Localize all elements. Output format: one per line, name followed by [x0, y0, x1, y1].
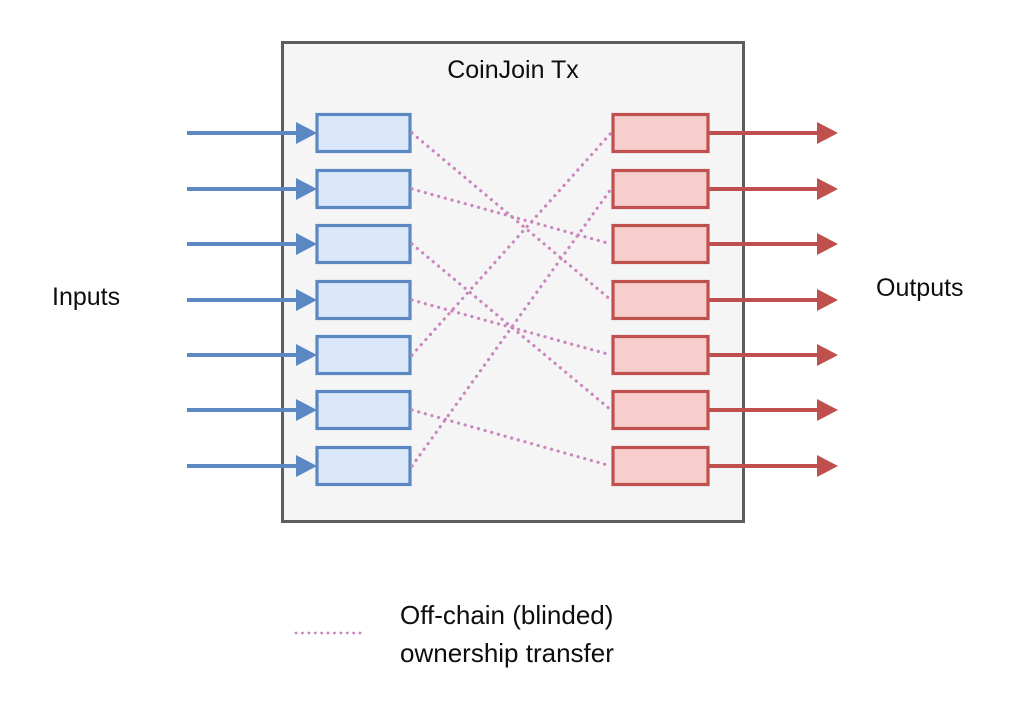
output-box-2	[611, 168, 710, 210]
coinjoin-title: CoinJoin Tx	[447, 56, 579, 84]
connection-line-7	[410, 187, 613, 468]
output-arrow-7-head	[817, 455, 838, 477]
input-box-2	[315, 168, 412, 210]
output-box-3	[611, 223, 710, 265]
input-arrow-7-head	[296, 455, 317, 477]
input-arrow-1-head	[296, 122, 317, 144]
output-arrow-3-head	[817, 233, 838, 255]
output-box-1	[611, 112, 710, 154]
output-box-7	[611, 445, 710, 487]
connection-line-2	[410, 187, 613, 246]
outputs-label: Outputs	[876, 274, 964, 302]
output-box-5	[611, 334, 710, 376]
output-arrow-1-head	[817, 122, 838, 144]
output-arrow-5-head	[817, 344, 838, 366]
output-arrow-6-head	[817, 399, 838, 421]
legend-line-2: ownership transfer	[400, 638, 614, 668]
connection-line-4	[410, 298, 613, 357]
input-arrow-4-head	[296, 289, 317, 311]
input-arrow-6-head	[296, 399, 317, 421]
input-arrow-2-head	[296, 178, 317, 200]
connection-line-5	[410, 131, 613, 357]
connection-line-6	[410, 408, 613, 468]
input-arrow-5-head	[296, 344, 317, 366]
legend-line-1: Off-chain (blinded)	[400, 600, 614, 630]
legend: Off-chain (blinded) ownership transfer	[400, 596, 614, 672]
output-arrow-4-head	[817, 289, 838, 311]
input-box-5	[315, 334, 412, 376]
input-box-4	[315, 279, 412, 321]
output-box-6	[611, 389, 710, 431]
input-box-6	[315, 389, 412, 431]
output-box-4	[611, 279, 710, 321]
inputs-label: Inputs	[52, 283, 121, 311]
input-box-7	[315, 445, 412, 487]
output-arrow-2-head	[817, 178, 838, 200]
input-box-1	[315, 112, 412, 154]
input-box-3	[315, 223, 412, 265]
input-arrow-3-head	[296, 233, 317, 255]
